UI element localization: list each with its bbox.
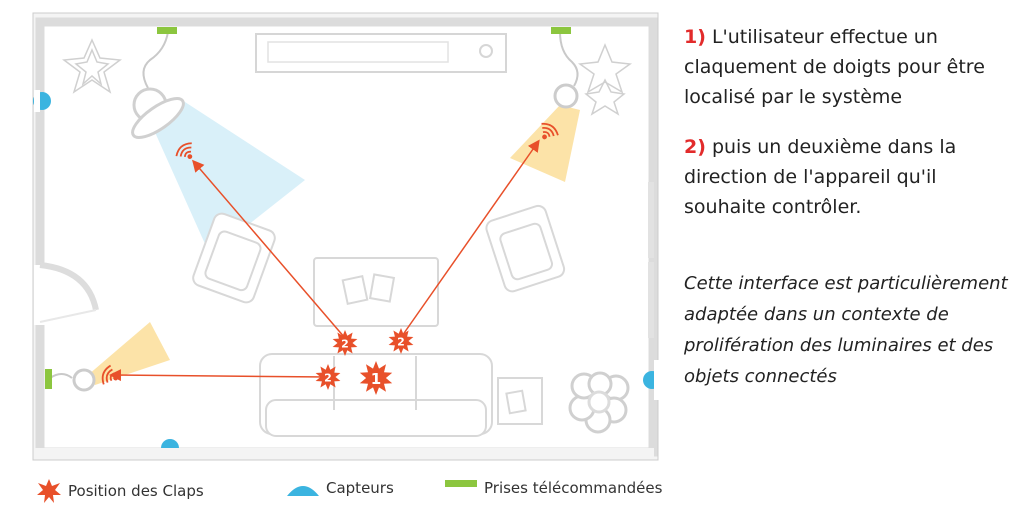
clap-burst-icon: [359, 361, 393, 395]
legend-outlets: Prises télécommandées: [444, 478, 662, 498]
arrow-to-top-left-lamp: [192, 159, 346, 339]
clap-marker-label: 2: [324, 372, 332, 385]
legend: Position des Claps Capteurs Prises téléc…: [0, 478, 700, 508]
step-1-number: 1): [684, 26, 706, 48]
explanation-panel: 1) L'utilisateur effectue un claquement …: [684, 22, 1019, 410]
coffee-table: [313, 257, 439, 327]
clap-marker-label: 2: [341, 338, 349, 351]
beam-bottom-left: [88, 322, 170, 385]
outlet-icon: [445, 480, 477, 487]
divider-handle[interactable]: [648, 182, 654, 258]
legend-outlets-label: Prises télécommandées: [484, 479, 663, 497]
lamp-top-left: [131, 31, 185, 139]
legend-sensors-label: Capteurs: [326, 479, 394, 497]
arrow-to-bottom-left-lamp: [109, 369, 329, 382]
floor-plan: 2 2 2 1: [32, 12, 660, 461]
signal-icon: [541, 122, 559, 140]
note: Cette interface est particulièrement ada…: [684, 273, 1008, 387]
plant-top-left: [62, 38, 122, 94]
clap-burst-icon: [332, 330, 358, 356]
clap-burst-icon: [37, 479, 61, 503]
sensor-icon: [287, 486, 319, 496]
legend-claps-label: Position des Claps: [68, 482, 204, 500]
plant-top-right: [577, 43, 633, 116]
flower-pot: [568, 371, 630, 434]
armchair-left: [192, 212, 276, 304]
legend-sensors: Capteurs: [286, 478, 394, 498]
step-2: 2) puis un deuxième dans la direction de…: [684, 132, 1019, 222]
signal-icon: [101, 364, 119, 385]
outlet-icon: [551, 27, 571, 34]
clap-marker: 2: [388, 328, 414, 354]
clap-marker: 1: [359, 361, 393, 395]
step-2-text: puis un deuxième dans la direction de l'…: [684, 136, 957, 218]
beam-top-left: [145, 102, 305, 255]
clap-burst-icon: [388, 328, 414, 354]
arrow-to-top-right-lamp: [401, 139, 540, 337]
outlet-icon: [45, 369, 52, 389]
step-1-text: L'utilisateur effectue un claquement de …: [684, 26, 985, 108]
clap-marker-label: 1: [371, 370, 381, 388]
outlet-icon: [157, 27, 177, 34]
divider-handle[interactable]: [648, 262, 654, 338]
tv-cabinet: [255, 33, 507, 73]
step-2-number: 2): [684, 136, 706, 158]
clap-burst-icon: [315, 364, 341, 390]
clap-marker: 2: [332, 330, 358, 356]
signal-icon: [175, 142, 193, 159]
lamp-top-right: [553, 31, 579, 109]
clap-marker: 2: [315, 364, 341, 390]
step-1: 1) L'utilisateur effectue un claquement …: [684, 22, 1019, 112]
beam-top-right: [510, 105, 580, 182]
legend-claps: Position des Claps: [36, 478, 204, 504]
armchair-right: [485, 204, 566, 293]
door: [34, 262, 99, 325]
clap-marker-label: 2: [397, 336, 405, 349]
side-table: [497, 377, 543, 425]
lamp-bottom-left: [49, 368, 96, 392]
